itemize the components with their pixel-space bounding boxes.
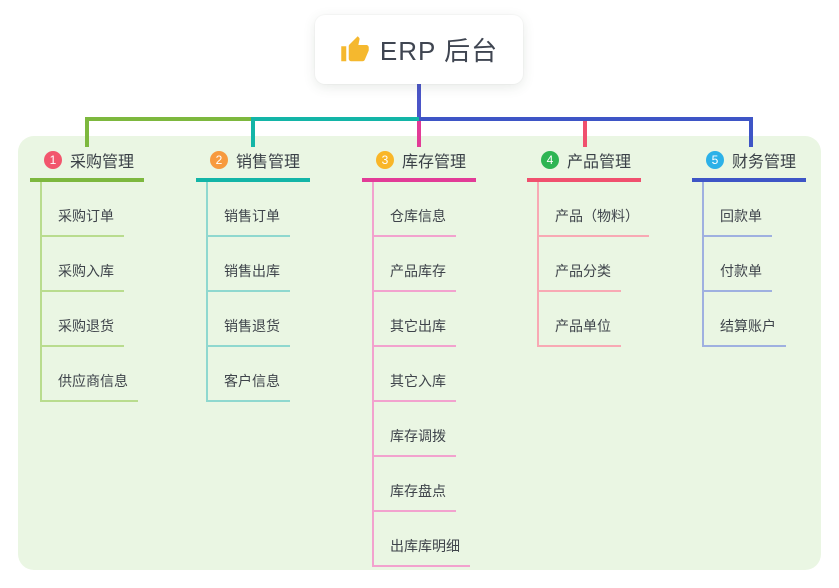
child-label[interactable]: 产品库存 (374, 261, 456, 292)
branch-children: 产品（物料） 产品分类 产品单位 (537, 182, 687, 347)
child-label[interactable]: 客户信息 (208, 371, 290, 402)
branch-label: 采购管理 (70, 154, 135, 171)
branch-inventory: 3 库存管理 仓库信息 产品库存 其它出库 其它入库 库存调拨 库存盘点 (362, 146, 522, 567)
child-label[interactable]: 采购退货 (42, 316, 124, 347)
branch-badge: 2 (210, 151, 228, 169)
branch-header[interactable]: 1 采购管理 (30, 146, 144, 182)
child-label[interactable]: 其它出库 (374, 316, 456, 347)
branch-purchase: 1 采购管理 采购订单 采购入库 采购退货 供应商信息 (30, 146, 190, 402)
branch-label: 库存管理 (402, 154, 467, 171)
child-label[interactable]: 结算账户 (704, 316, 786, 347)
branch-drop-sales (251, 117, 255, 147)
child-node: 采购订单 (42, 182, 190, 237)
child-node: 产品库存 (374, 237, 522, 292)
branch-header[interactable]: 5 财务管理 (692, 146, 806, 182)
root-connector (417, 84, 421, 121)
child-label[interactable]: 出库库明细 (374, 536, 470, 567)
branch-label: 财务管理 (732, 154, 797, 171)
branch-badge: 5 (706, 151, 724, 169)
branch-header[interactable]: 3 库存管理 (362, 146, 476, 182)
child-label[interactable]: 供应商信息 (42, 371, 138, 402)
child-node: 产品分类 (539, 237, 687, 292)
child-label[interactable]: 其它入库 (374, 371, 456, 402)
child-node: 产品（物料） (539, 182, 687, 237)
branch-product: 4 产品管理 产品（物料） 产品分类 产品单位 (527, 146, 687, 347)
child-label[interactable]: 库存调拨 (374, 426, 456, 457)
child-node: 客户信息 (208, 347, 356, 402)
branch-children: 回款单 付款单 结算账户 (702, 182, 839, 347)
branch-drop-purchase (85, 117, 89, 147)
child-label[interactable]: 产品（物料） (539, 206, 649, 237)
branch-badge: 4 (541, 151, 559, 169)
child-label[interactable]: 采购入库 (42, 261, 124, 292)
branch-badge: 3 (376, 151, 394, 169)
child-label[interactable]: 仓库信息 (374, 206, 456, 237)
branch-finance: 5 财务管理 回款单 付款单 结算账户 (692, 146, 839, 347)
child-node: 采购入库 (42, 237, 190, 292)
branch-label: 销售管理 (236, 154, 301, 171)
child-node: 出库库明细 (374, 512, 522, 567)
thumbs-up-icon (340, 35, 370, 65)
branch-sales: 2 销售管理 销售订单 销售出库 销售退货 客户信息 (196, 146, 356, 402)
root-node[interactable]: ERP 后台 (315, 15, 523, 84)
child-node: 产品单位 (539, 292, 687, 347)
child-node: 其它出库 (374, 292, 522, 347)
branch-drop-finance (749, 117, 753, 147)
bus-segment-teal (253, 117, 419, 121)
child-label[interactable]: 产品分类 (539, 261, 621, 292)
child-node: 仓库信息 (374, 182, 522, 237)
child-label[interactable]: 采购订单 (42, 206, 124, 237)
child-label[interactable]: 销售退货 (208, 316, 290, 347)
branch-drop-inventory (417, 121, 421, 147)
child-node: 回款单 (704, 182, 839, 237)
child-node: 付款单 (704, 237, 839, 292)
branch-header[interactable]: 4 产品管理 (527, 146, 641, 182)
branch-drop-product (583, 121, 587, 147)
child-label[interactable]: 库存盘点 (374, 481, 456, 512)
child-node: 采购退货 (42, 292, 190, 347)
branch-children: 销售订单 销售出库 销售退货 客户信息 (206, 182, 356, 402)
child-node: 库存调拨 (374, 402, 522, 457)
branch-children: 采购订单 采购入库 采购退货 供应商信息 (40, 182, 190, 402)
branches-panel (18, 136, 821, 570)
child-node: 销售退货 (208, 292, 356, 347)
child-label[interactable]: 销售出库 (208, 261, 290, 292)
bus-segment-blue (419, 117, 753, 121)
child-node: 销售订单 (208, 182, 356, 237)
child-label[interactable]: 付款单 (704, 261, 772, 292)
child-node: 结算账户 (704, 292, 839, 347)
branch-badge: 1 (44, 151, 62, 169)
branch-children: 仓库信息 产品库存 其它出库 其它入库 库存调拨 库存盘点 出库库明细 (372, 182, 522, 567)
child-label[interactable]: 销售订单 (208, 206, 290, 237)
child-node: 其它入库 (374, 347, 522, 402)
child-node: 库存盘点 (374, 457, 522, 512)
branch-header[interactable]: 2 销售管理 (196, 146, 310, 182)
child-label[interactable]: 回款单 (704, 206, 772, 237)
root-title: ERP 后台 (379, 36, 499, 66)
child-node: 销售出库 (208, 237, 356, 292)
child-label[interactable]: 产品单位 (539, 316, 621, 347)
branch-label: 产品管理 (567, 154, 632, 171)
child-node: 供应商信息 (42, 347, 190, 402)
bus-segment-green (85, 117, 253, 121)
